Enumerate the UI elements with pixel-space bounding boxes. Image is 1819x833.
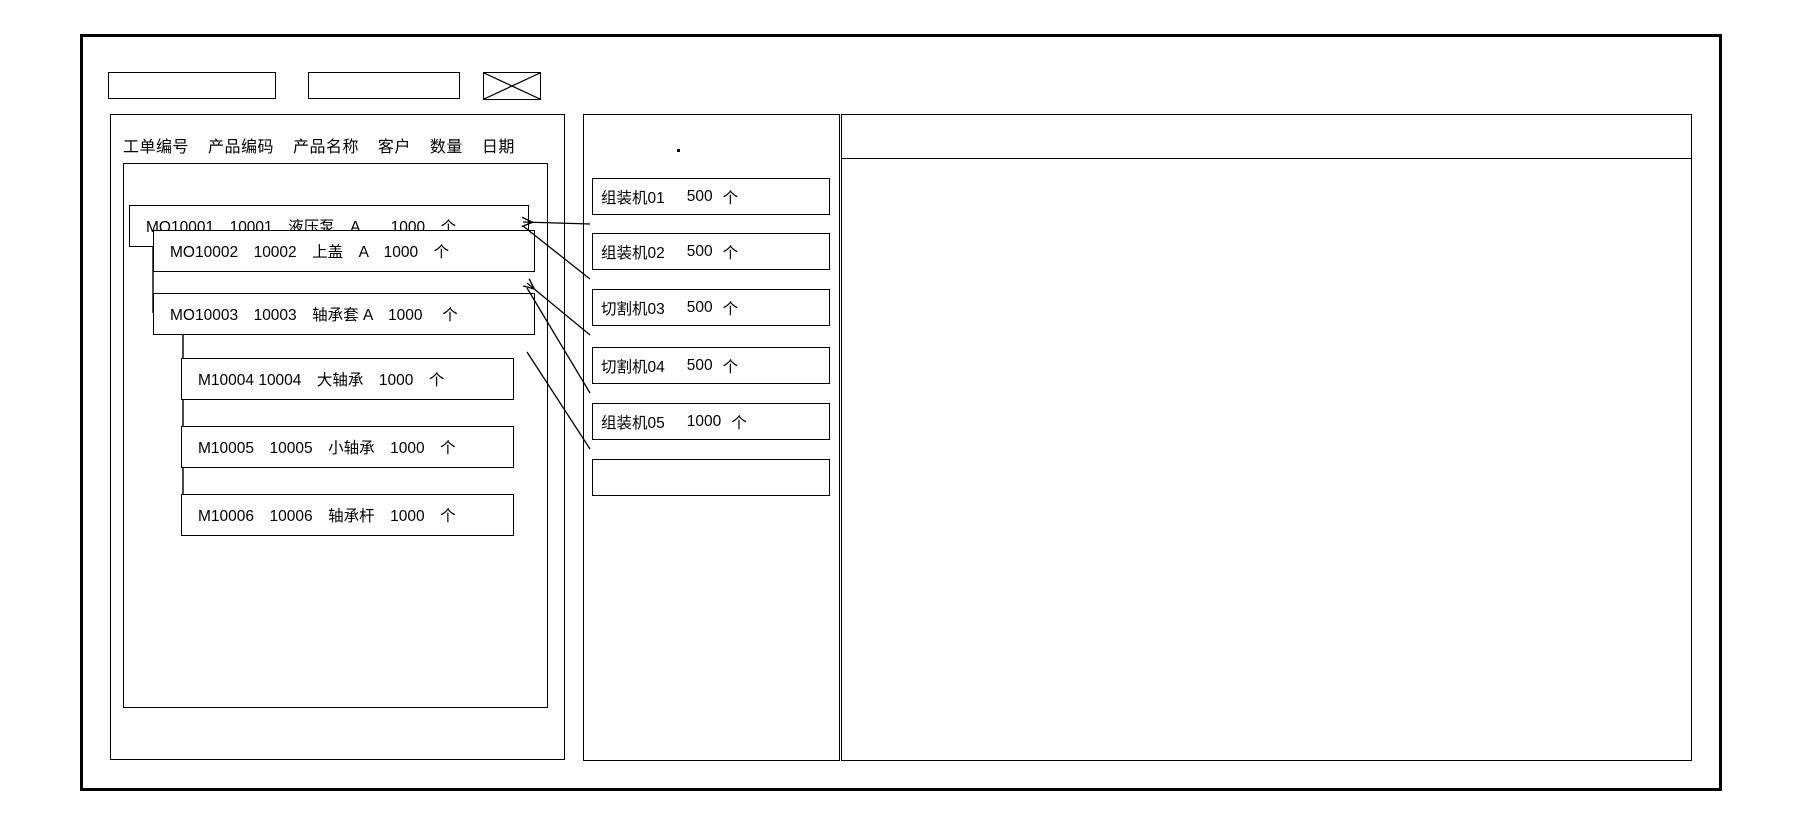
- tree-row-label: M10005 10005 小轴承 1000 个: [198, 440, 456, 457]
- column-header-product-code: 产品编码: [207, 139, 274, 156]
- column-header-order-no: 工单编号: [123, 139, 190, 156]
- column-header-date: 日期: [481, 139, 515, 156]
- dot-marker: [677, 149, 680, 152]
- tree-row[interactable]: MO10002 10002 上盖 A 1000 个: [153, 230, 535, 272]
- detail-panel: [841, 114, 1692, 761]
- machine-quantity: 500: [686, 356, 713, 374]
- machine-unit: 个: [731, 414, 747, 432]
- machine-quantity: 1000: [686, 412, 722, 430]
- tree-row-label: M10006 10006 轴承杆 1000 个: [198, 508, 456, 525]
- tree-row[interactable]: M10005 10005 小轴承 1000 个: [181, 426, 514, 468]
- machine-row-empty[interactable]: [592, 459, 830, 496]
- tree-row[interactable]: M10004 10004 大轴承 1000 个: [181, 358, 514, 400]
- machine-unit: 个: [722, 244, 739, 262]
- machine-row[interactable]: 组装机01 500 个: [592, 178, 830, 215]
- machine-name: 切割机03: [601, 300, 665, 318]
- column-header-row: 工单编号 产品编码 产品名称 客户 数量 日期: [123, 133, 529, 157]
- tree-row-label: MO10002 10002 上盖 A 1000 个: [170, 244, 450, 261]
- machine-row[interactable]: 组装机05 1000 个: [592, 403, 830, 440]
- tree-row[interactable]: MO10003 10003 轴承套 A 1000 个: [153, 293, 535, 335]
- crossed-box-icon: [484, 73, 540, 99]
- toolbar-field-1[interactable]: [108, 72, 276, 99]
- machine-unit: 个: [722, 300, 739, 318]
- toolbar: [108, 72, 1668, 102]
- machine-row[interactable]: 切割机03 500 个: [592, 289, 830, 326]
- machine-name: 切割机04: [601, 358, 665, 376]
- toolbar-field-2[interactable]: [308, 72, 460, 99]
- column-header-customer: 客户: [377, 139, 411, 156]
- machine-name: 组装机02: [601, 244, 665, 262]
- machine-quantity: 500: [686, 187, 713, 205]
- machine-unit: 个: [722, 189, 739, 207]
- tree-row[interactable]: M10006 10006 轴承杆 1000 个: [181, 494, 514, 536]
- tree-row-label: M10004 10004 大轴承 1000 个: [198, 372, 445, 389]
- work-order-panel: 工单编号 产品编码 产品名称 客户 数量 日期 MO10001 10001 液压…: [110, 114, 565, 760]
- machine-quantity: 500: [686, 298, 713, 316]
- machine-name: 组装机01: [601, 189, 665, 207]
- column-header-quantity: 数量: [429, 139, 463, 156]
- image-placeholder-icon[interactable]: [483, 72, 541, 100]
- machine-quantity: 500: [686, 242, 713, 260]
- tree-row-label: MO10003 10003 轴承套 A 1000 个: [170, 307, 458, 324]
- machine-panel: 组装机01 500 个 组装机02 500 个 切割机03 500 个 切割机0…: [583, 114, 840, 761]
- detail-header-divider: [842, 158, 1691, 159]
- machine-row[interactable]: 组装机02 500 个: [592, 233, 830, 270]
- machine-name: 组装机05: [601, 414, 665, 432]
- machine-unit: 个: [722, 358, 739, 376]
- machine-row[interactable]: 切割机04 500 个: [592, 347, 830, 384]
- column-header-product-name: 产品名称: [292, 139, 359, 156]
